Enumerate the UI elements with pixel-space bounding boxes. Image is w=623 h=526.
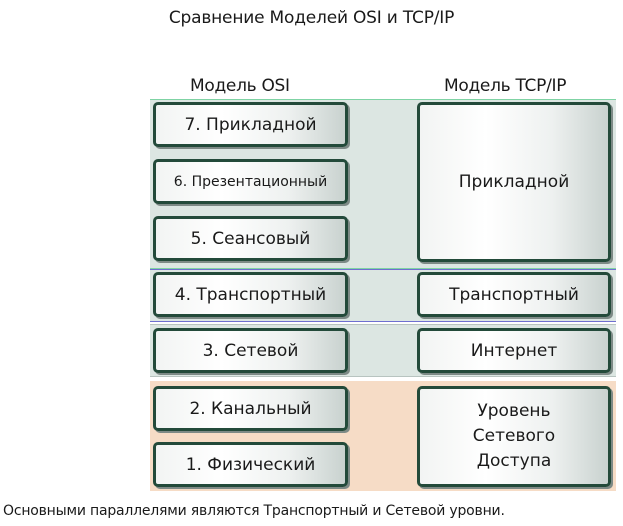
diagram-title: Сравнение Моделей OSI и TCP/IP <box>168 8 455 28</box>
osi-layer-5: 5. Сеансовый <box>153 216 348 261</box>
osi-layer-4: 4. Транспортный <box>153 272 348 317</box>
footnote: Основными параллелями являются Транспорт… <box>3 503 505 519</box>
osi-layer-1: 1. Физический <box>153 442 348 487</box>
tcpip-layer-application: Прикладной <box>417 102 611 262</box>
osi-layer-2: 2. Канальный <box>153 386 348 431</box>
tcpip-layer-network-access: Уровень Сетевого Доступа <box>417 386 611 487</box>
osi-layer-3: 3. Сетевой <box>153 328 348 373</box>
tcpip-model-header: Модель TCP/IP <box>444 76 567 96</box>
tcpip-layer-transport: Транспортный <box>417 272 611 317</box>
osi-layer-6: 6. Презентационный <box>153 159 348 204</box>
tcpip-layer-internet: Интернет <box>417 328 611 373</box>
osi-model-header: Модель OSI <box>190 76 290 96</box>
osi-layer-7: 7. Прикладной <box>153 102 348 147</box>
